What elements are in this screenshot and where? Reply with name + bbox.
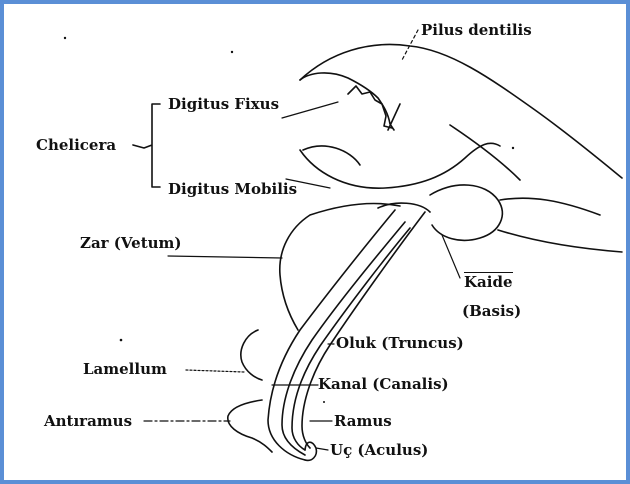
- label-uc: Uç (Aculus): [330, 441, 428, 459]
- body-ventral-curve: [450, 125, 520, 180]
- label-ramus: Ramus: [334, 412, 392, 430]
- label-digitus-fixus: Digitus Fixus: [168, 95, 279, 113]
- label-zar: Zar (Vetum): [80, 234, 182, 252]
- label-basis: (Basis): [462, 302, 521, 320]
- body-upper-outline: [300, 44, 622, 178]
- leader-uc: [316, 448, 328, 450]
- label-kanal: Kanal (Canalis): [318, 375, 449, 393]
- zar-outline: [280, 203, 400, 330]
- label-antiramus: Antıramus: [44, 412, 132, 430]
- chelicera-bracket: [133, 104, 160, 187]
- fixed-finger-teeth: [348, 86, 392, 128]
- speck: [512, 147, 514, 149]
- basis-upper-line: [500, 198, 600, 215]
- shaft-top-cap: [378, 203, 430, 212]
- speck: [64, 37, 66, 39]
- label-kaide: Kaide: [464, 272, 513, 291]
- movable-finger-outline: [300, 143, 500, 188]
- leader-kaide: [442, 235, 460, 278]
- basis-outline: [430, 185, 502, 240]
- leader-digitus-fixus: [282, 102, 338, 118]
- label-chelicera: Chelicera: [36, 136, 116, 154]
- aculus-tip: [305, 442, 316, 460]
- speck: [231, 51, 233, 53]
- speck: [323, 401, 325, 403]
- label-digitus-mobilis: Digitus Mobilis: [168, 180, 297, 198]
- label-lamellum: Lamellum: [83, 360, 167, 378]
- basis-body-line: [498, 230, 622, 252]
- label-pilus-dentilis: Pilus dentilis: [421, 21, 532, 39]
- antiramus-outline: [228, 400, 272, 452]
- fixed-finger-tip: [300, 73, 394, 130]
- label-oluk: Oluk (Truncus): [336, 334, 464, 352]
- pilus-dentilis-hair: [388, 104, 400, 130]
- movable-finger-inner: [303, 146, 360, 165]
- speck: [120, 339, 123, 342]
- leader-zar: [168, 256, 282, 258]
- leader-lamellum: [186, 370, 244, 372]
